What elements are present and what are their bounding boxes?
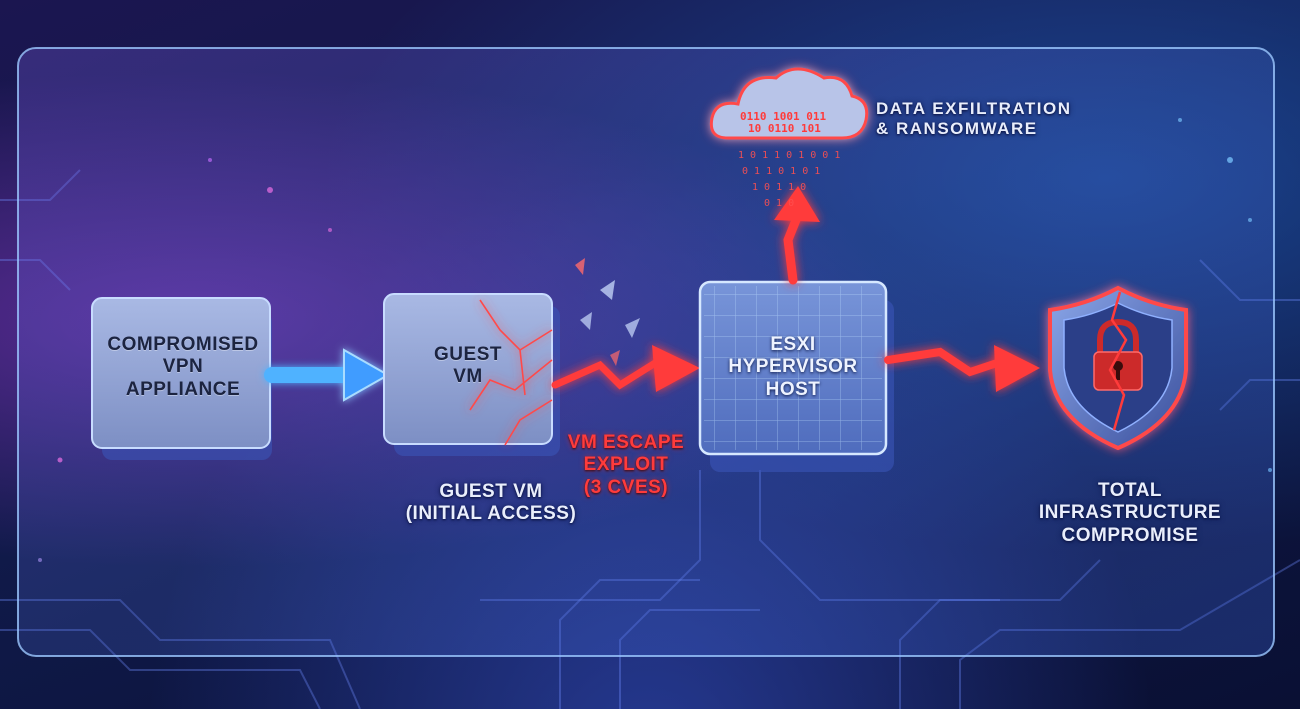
exfil-line-1: DATA EXFILTRATION (876, 99, 1072, 118)
esxi-host-label: ESXi HYPERVISOR HOST (700, 334, 886, 401)
glass-panel (17, 47, 1275, 657)
guest-vm-node (383, 293, 560, 456)
vpn-appliance-label: COMPROMISED VPN APPLIANCE (100, 334, 266, 401)
vpn-appliance-node (91, 297, 272, 460)
vm-escape-caption: VM ESCAPE EXPLOIT (3 CVEs) (556, 432, 696, 499)
vm-escape-line-1: VM ESCAPE (567, 432, 685, 453)
guest-vm-line-1: GUEST (434, 344, 502, 365)
esxi-line-2: HYPERVISOR (728, 356, 858, 378)
vm-escape-line-3: (3 CVEs) (583, 476, 669, 498)
svg-text:1 0 1 1 0: 1 0 1 1 0 (752, 182, 806, 193)
vpn-line-1: COMPROMISED (107, 334, 259, 355)
data-exfiltration-label: DATA EXFILTRATION & RANSOMWARE (876, 99, 1071, 139)
svg-text:0 1 0: 0 1 0 (764, 198, 794, 209)
vm-escape-line-2: EXPLOIT (583, 454, 669, 476)
cloud-icon: 0110 1001 011 10 0110 101 (709, 67, 869, 140)
crack-lines (469, 299, 553, 446)
guest-vm-line-2: VM (453, 366, 483, 388)
esxi-line-1: ESXi (770, 334, 816, 355)
total-line-1: TOTAL (1097, 480, 1163, 501)
svg-text:1 0 1 1 0 1 0 0 1: 1 0 1 1 0 1 0 0 1 (738, 150, 840, 161)
binary-stream: 1 0 1 1 0 1 0 0 1 0 1 1 0 1 0 1 1 0 1 1 … (738, 150, 840, 209)
guest-vm-label: GUEST VM (384, 344, 552, 389)
total-line-3: COMPROMISE (1061, 524, 1199, 546)
guest-vm-caption: GUEST VM (INITIAL ACCESS) (396, 481, 586, 526)
esxi-host-node (698, 280, 894, 472)
svg-text:10 0110 101: 10 0110 101 (748, 122, 821, 135)
guest-vm-caption-1: GUEST VM (439, 481, 543, 502)
access-arrow (264, 348, 391, 402)
guest-vm-caption-2: (INITIAL ACCESS) (405, 503, 577, 525)
vm-escape-arrow (551, 345, 700, 392)
vpn-line-3: APPLIANCE (125, 378, 241, 400)
total-compromise-label: TOTAL INFRASTRUCTURE COMPROMISE (1030, 480, 1230, 547)
compromise-arrow (884, 345, 1040, 392)
svg-text:0110 1001 011: 0110 1001 011 (740, 110, 826, 123)
esxi-line-3: HOST (765, 378, 821, 400)
svg-text:0 1 1 0 1 0 1: 0 1 1 0 1 0 1 (742, 166, 820, 177)
exfil-line-2: & RANSOMWARE (876, 119, 1038, 139)
vpn-line-2: VPN (162, 356, 204, 378)
glass-shards (575, 258, 640, 366)
exfil-arrow (774, 186, 820, 285)
cracked-shield-icon (1048, 285, 1188, 451)
total-line-2: INFRASTRUCTURE (1038, 502, 1222, 524)
